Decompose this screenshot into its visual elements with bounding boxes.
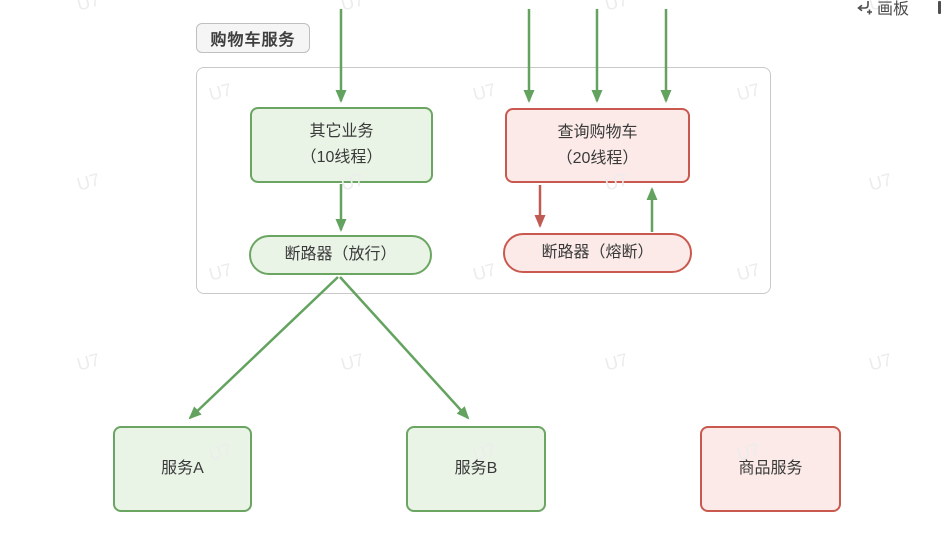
node-query-cart[interactable]: 查询购物车 （20线程） [505,108,690,183]
node-label-line: 商品服务 [738,460,803,477]
node-label-line: 服务B [454,460,498,477]
artboard-button-label: 画板 [877,1,910,18]
add-artboard-button[interactable]: 画板 [855,0,942,19]
node-other-business[interactable]: 其它业务 （10线程） [250,107,433,183]
node-product-service[interactable]: 商品服务 [700,426,841,512]
node-label-line: （10线程） [300,149,383,166]
connector-breaker-pass-to-service-b[interactable] [339,276,470,420]
node-label-line: 断路器（放行） [284,246,397,263]
node-label-line: 其它业务 [309,123,374,140]
shopping-cart-service-container[interactable] [196,67,771,294]
connector-breaker-pass-to-service-a[interactable] [188,276,339,420]
node-service-b[interactable]: 服务B [406,426,546,512]
node-label-line: （20线程） [556,149,639,167]
insert-artboard-icon [855,0,872,15]
node-service-a[interactable]: 服务A [113,426,252,512]
node-label-line: 服务A [161,460,204,477]
node-label-line: 断路器（熔断） [541,244,654,261]
node-circuit-breaker-pass[interactable]: 断路器（放行） [249,235,432,275]
group-label-shopping-cart-service[interactable]: 购物车服务 [196,23,310,53]
node-label-line: 查询购物车 [557,123,638,141]
node-circuit-breaker-tripped[interactable]: 断路器（熔断） [503,233,692,273]
clipped-edge-text [938,0,942,14]
